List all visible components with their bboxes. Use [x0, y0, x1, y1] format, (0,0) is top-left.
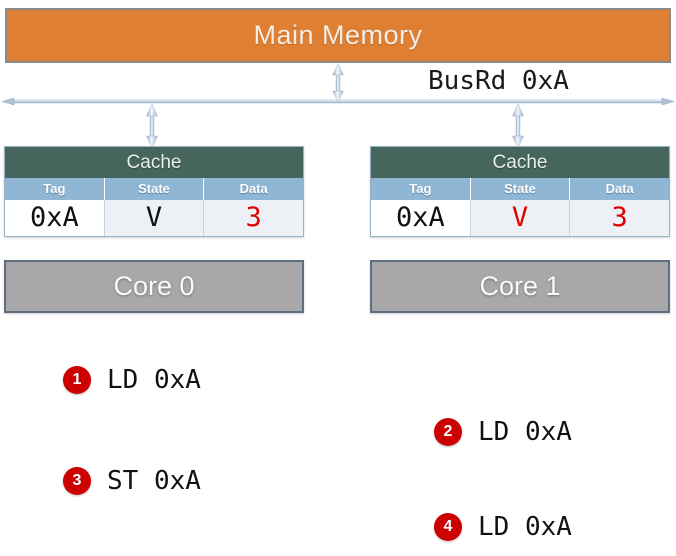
bus-cache0-connector-arrow	[146, 104, 158, 148]
cache0-value-row: 0xA V 3	[5, 200, 303, 236]
step-number-badge: 1	[63, 366, 91, 394]
instruction-text: ST 0xA	[107, 466, 201, 496]
cache0-value-tag: 0xA	[5, 200, 105, 236]
main-memory-label: Main Memory	[253, 20, 423, 50]
instruction-step-3: 3 ST 0xA	[63, 466, 201, 496]
core-0-label: Core 0	[113, 271, 195, 301]
cache0-col-state: State	[105, 178, 205, 200]
core-0-block: Core 0	[4, 260, 304, 313]
cache1-header-row: Tag State Data	[371, 178, 669, 200]
instruction-step-2: 2 LD 0xA	[434, 417, 572, 447]
instruction-text: LD 0xA	[107, 365, 201, 395]
bus-transaction-label: BusRd 0xA	[428, 66, 569, 96]
cache-table-core1: Cache Tag State Data 0xA V 3	[370, 146, 670, 237]
cache-table-core0: Cache Tag State Data 0xA V 3	[4, 146, 304, 237]
cache1-value-data: 3	[611, 202, 628, 233]
cache1-col-tag: Tag	[371, 178, 471, 200]
cache0-title: Cache	[5, 147, 303, 178]
cache1-title: Cache	[371, 147, 669, 178]
core-1-label: Core 1	[479, 271, 561, 301]
cache0-header-row: Tag State Data	[5, 178, 303, 200]
instruction-text: LD 0xA	[478, 512, 572, 542]
cache1-value-row: 0xA V 3	[371, 200, 669, 236]
bus-cache1-connector-arrow	[512, 104, 524, 148]
cache1-col-state: State	[471, 178, 571, 200]
cache0-col-tag: Tag	[5, 178, 105, 200]
cache0-col-data: Data	[239, 181, 268, 196]
cache1-value-state: V	[471, 200, 571, 236]
step-number-badge: 2	[434, 418, 462, 446]
instruction-step-1: 1 LD 0xA	[63, 365, 201, 395]
instruction-step-4: 4 LD 0xA	[434, 512, 572, 542]
cache0-value-state: V	[105, 200, 205, 236]
main-memory-block: Main Memory	[5, 8, 671, 63]
step-number-badge: 4	[434, 513, 462, 541]
step-number-badge: 3	[63, 467, 91, 495]
cache1-value-tag: 0xA	[371, 200, 471, 236]
memory-bus-connector-arrow	[332, 64, 344, 102]
cache0-value-data: 3	[245, 202, 262, 233]
core-1-block: Core 1	[370, 260, 670, 313]
instruction-text: LD 0xA	[478, 417, 572, 447]
cache1-col-data: Data	[605, 181, 634, 196]
